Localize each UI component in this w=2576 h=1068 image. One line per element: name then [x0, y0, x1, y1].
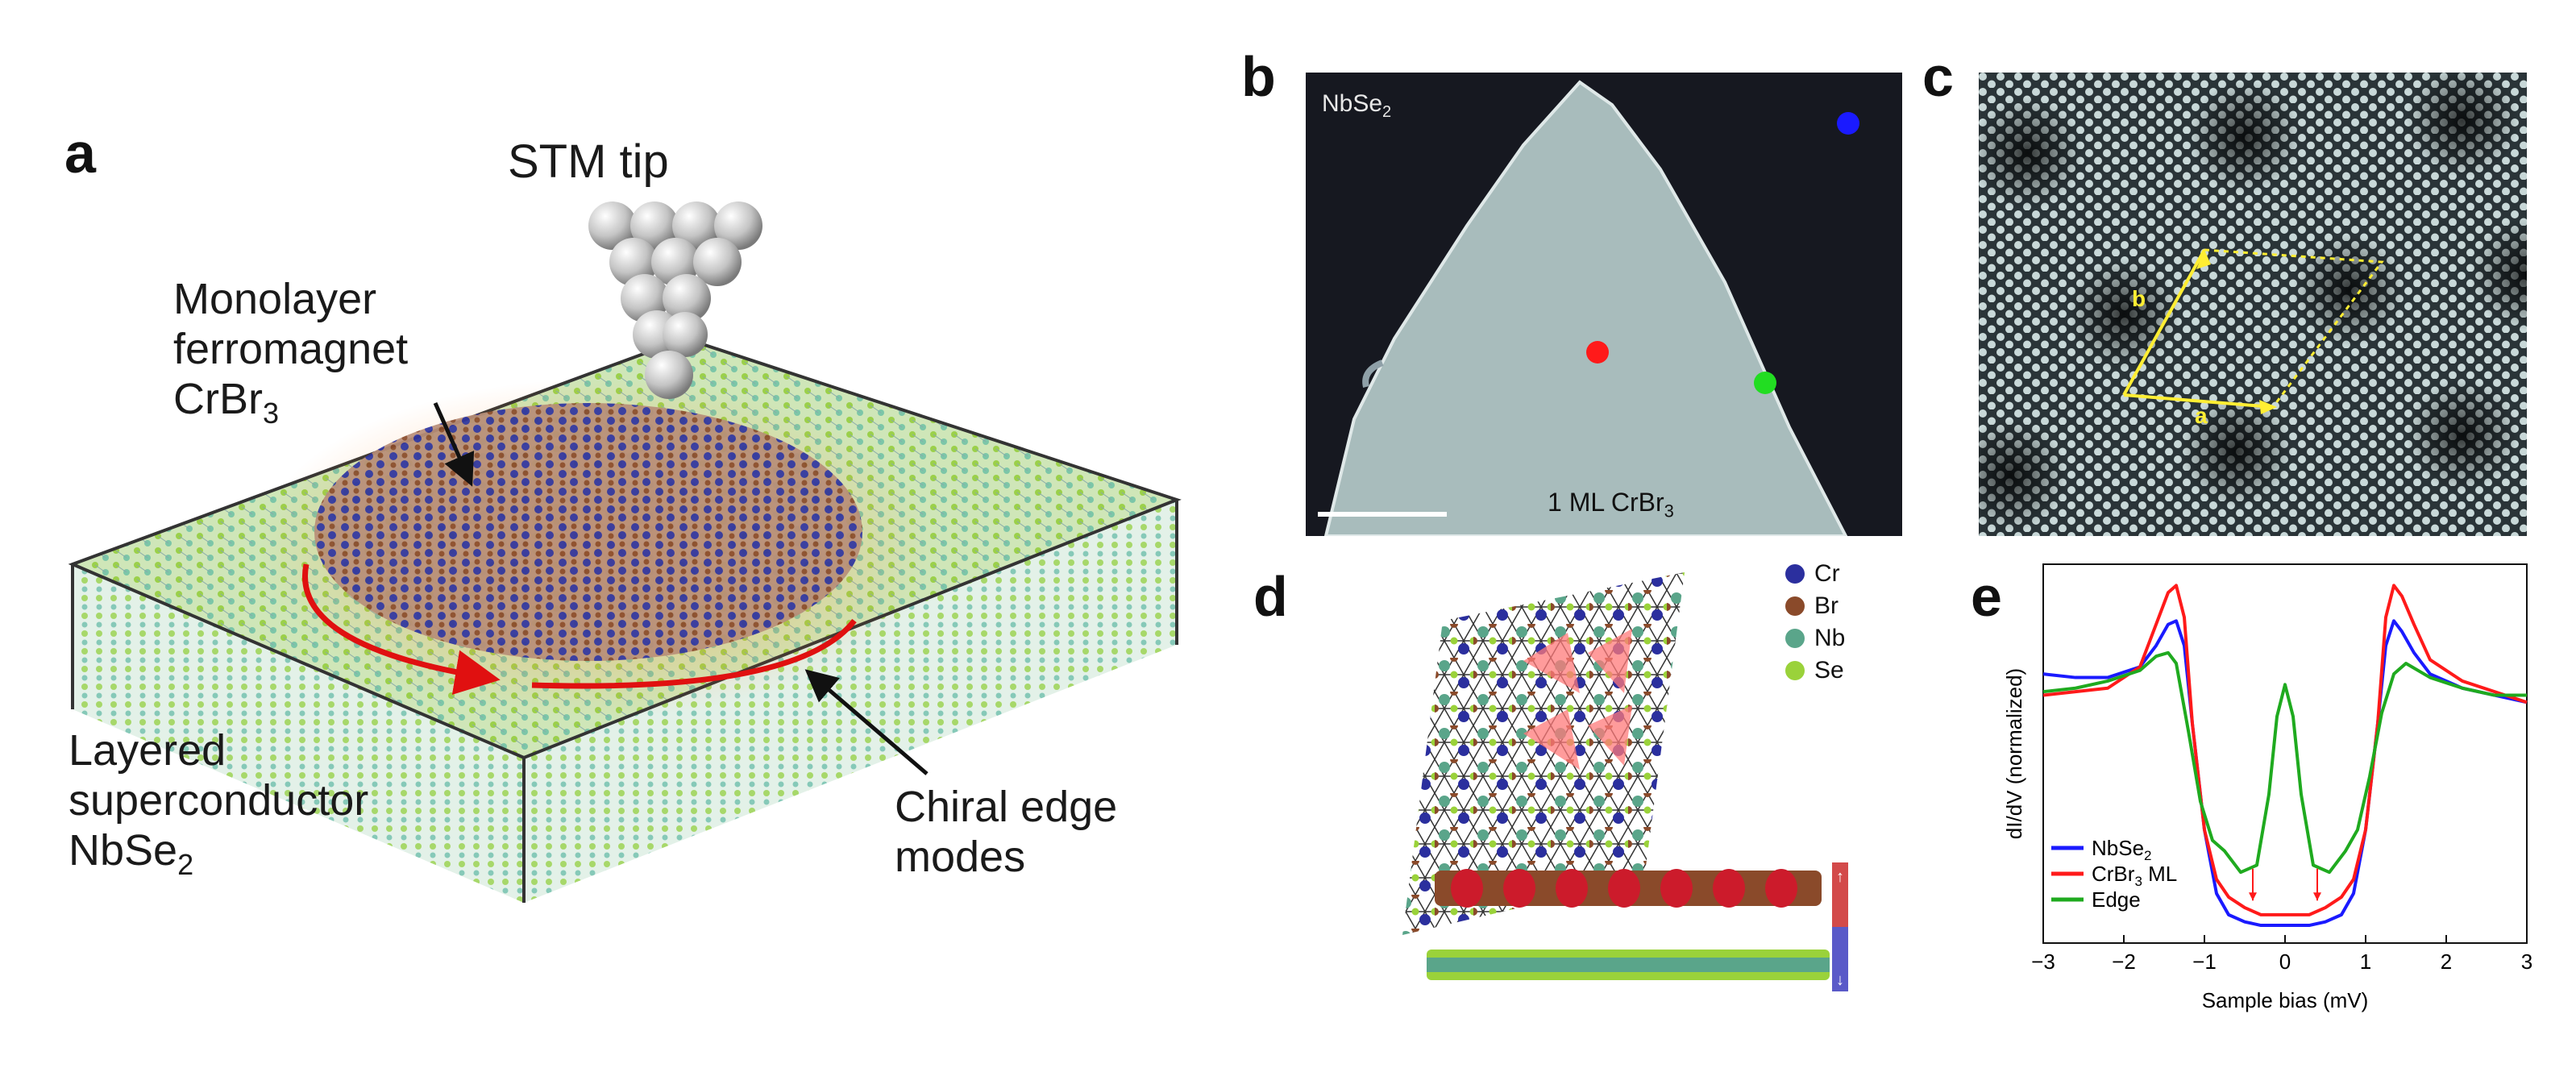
x-axis-label: Sample bias (mV): [2202, 988, 2369, 1012]
cr-atom-icon: [1785, 564, 1805, 584]
legend-label-crbr3: CrBr3 ML: [2092, 862, 2177, 889]
legend-item-cr: Cr: [1785, 560, 1845, 588]
legend-item-se: Se: [1785, 657, 1845, 684]
substrate-label: NbSe2: [1322, 90, 1391, 122]
crbr3-side-view: [1435, 869, 1822, 908]
panel-letter-d: d: [1253, 564, 1288, 629]
monolayer-label: Monolayer ferromagnet CrBr3: [173, 274, 408, 430]
substrate-marker: [1837, 112, 1859, 135]
panel-letter-e: e: [1971, 564, 2002, 629]
arrow-down-icon: ↓: [1836, 971, 1844, 989]
legend-label-edge: Edge: [2092, 887, 2141, 912]
gap-edge-arrowhead-1: [2313, 892, 2321, 900]
stm-topography-image: NbSe2 1 ML CrBr3: [1306, 73, 1902, 536]
gap-edge-arrowhead-0: [2249, 892, 2257, 900]
legend-item-br: Br: [1785, 592, 1845, 620]
didv-spectra-chart: −3 −2 −1 0 1 2 3 Sample bias (mV) dI/dV (norma…: [1999, 556, 2563, 1032]
vector-a-label: a: [2195, 403, 2208, 429]
legend-item-nb: Nb: [1785, 625, 1845, 652]
nb-atom-icon: [1785, 629, 1805, 648]
x-tick-label: −1: [2192, 950, 2217, 974]
edge-marker: [1754, 372, 1776, 394]
nbse2-side-view: [1427, 950, 1830, 980]
plot-frame: [2043, 564, 2527, 943]
x-tick-label: 0: [2279, 950, 2291, 974]
chiral-edge-label: Chiral edge modes: [895, 782, 1117, 882]
atomic-resolution-image: b a: [1979, 73, 2527, 536]
interior-marker: [1586, 341, 1609, 364]
x-tick-label: −3: [2031, 950, 2055, 974]
se-atom-icon: [1785, 661, 1805, 680]
element-legend: Cr Br Nb Se: [1785, 560, 1845, 684]
y-axis-label: dI/dV (normalized): [2002, 668, 2026, 839]
x-tick-label: 3: [2521, 950, 2532, 974]
crbr3-island-region: [1326, 82, 1846, 536]
br-atom-icon: [1785, 596, 1805, 616]
panel-letter-c: c: [1922, 44, 1954, 109]
panel-letter-b: b: [1241, 44, 1276, 109]
crbr3-island: [314, 403, 862, 661]
vector-b-label: b: [2132, 286, 2146, 312]
x-tick-label: −2: [2112, 950, 2136, 974]
island-label: 1 ML CrBr3: [1548, 488, 1674, 522]
stm-tip-label: STM tip: [508, 135, 669, 189]
legend-label-nbse2: NbSe2: [2092, 836, 2152, 863]
layered-superconductor-label: Layered superconductor NbSe2: [69, 725, 368, 881]
arrow-up-icon: ↑: [1836, 868, 1844, 886]
x-tick-label: 1: [2360, 950, 2371, 974]
x-tick-label: 2: [2441, 950, 2452, 974]
chart-legend: NbSe2 CrBr3 ML Edge: [2051, 836, 2177, 912]
